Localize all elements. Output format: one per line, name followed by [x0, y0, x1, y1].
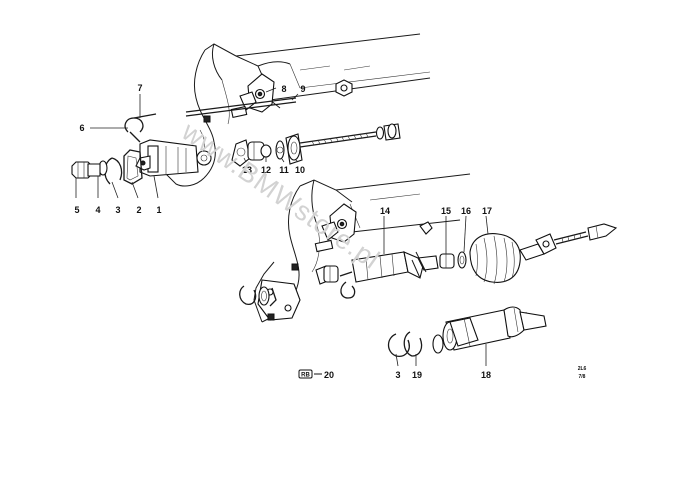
callout-7: 7 — [137, 83, 142, 93]
callout-5: 5 — [74, 205, 79, 215]
upper-master-cylinder — [135, 139, 199, 177]
callout-20: 20 — [324, 370, 334, 380]
upper-bell-housing — [165, 33, 431, 187]
upper-seal-parts — [71, 149, 143, 185]
callout-14: 14 — [380, 206, 390, 216]
callout-3-lower: 3 — [395, 370, 400, 380]
callout-19: 19 — [412, 370, 422, 380]
callout-16: 16 — [461, 206, 471, 216]
callout-12: 12 — [261, 165, 271, 175]
callout-13: 13 — [242, 165, 252, 175]
corner-code-line1: 2L6 — [578, 366, 587, 372]
callout-6: 6 — [79, 123, 84, 133]
callout-3: 3 — [115, 205, 120, 215]
callout-2: 2 — [136, 205, 141, 215]
lower-bell-housing — [253, 173, 471, 323]
spring-clip — [124, 113, 157, 143]
callout-1: 1 — [156, 205, 161, 215]
corner-code-line2: 7/8 — [579, 374, 586, 380]
lower-slave-cylinder — [315, 251, 439, 299]
callout-labels: 5 4 3 2 1 6 7 8 9 13 12 11 10 14 15 16 1… — [74, 83, 492, 380]
corner-code: 2L6 7/8 — [578, 366, 587, 380]
callout-4: 4 — [95, 205, 100, 215]
lower-circlips — [239, 285, 277, 307]
callout-9: 9 — [300, 84, 305, 94]
boot-and-pushrod — [439, 223, 618, 285]
push-rod — [185, 97, 297, 117]
rb-badge-text: RB — [301, 373, 310, 379]
callout-11: 11 — [279, 165, 289, 175]
callout-18: 18 — [481, 370, 491, 380]
lower-cylinder-18 — [387, 306, 547, 357]
callout-17: 17 — [482, 206, 492, 216]
callout-15: 15 — [441, 206, 451, 216]
reference-kit-label: RB 20 — [298, 369, 334, 380]
callout-8: 8 — [281, 84, 286, 94]
leader-lines — [75, 87, 489, 367]
upper-rod-assembly — [231, 123, 401, 167]
callout-10: 10 — [295, 165, 305, 175]
rb-badge-box — [298, 369, 313, 379]
